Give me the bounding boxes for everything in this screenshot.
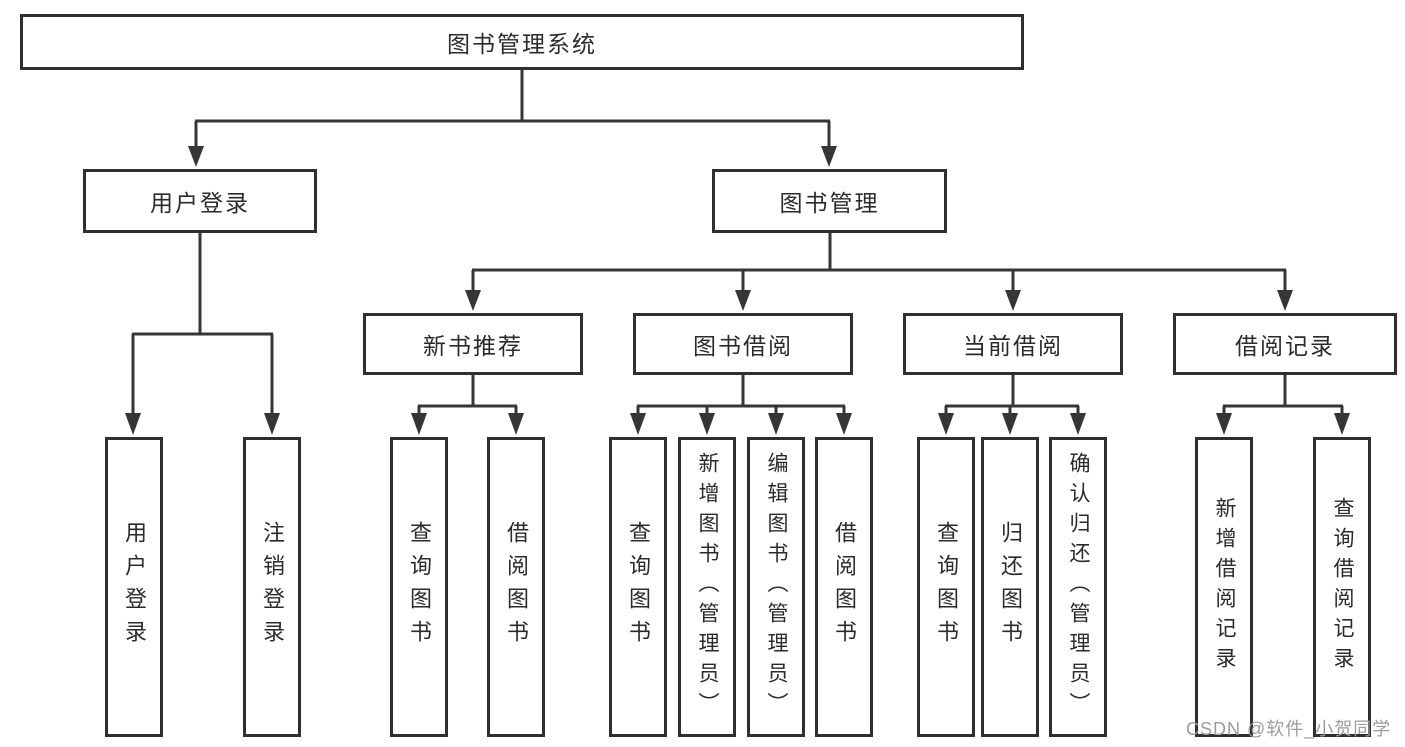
connector-root-to-level2 [188, 70, 837, 167]
leaf-add-book-admin: 新增图书（管理员） [678, 437, 736, 737]
connector-book-borrow-to-children [630, 375, 852, 435]
leaf-borrow-book-1: 借阅图书 [487, 437, 545, 737]
leaf-add-borrow-record: 新增借阅记录 [1195, 437, 1253, 737]
leaf-user-login: 用户登录 [105, 437, 163, 737]
connector-new-book-to-children [411, 375, 524, 435]
leaf-query-borrow-record: 查询借阅记录 [1313, 437, 1371, 737]
leaf-confirm-return-admin: 确认归还（管理员） [1049, 437, 1107, 737]
csdn-watermark: CSDN @软件_小贺同学 [1186, 719, 1392, 739]
connector-user-login-to-children [125, 232, 280, 435]
leaf-query-book-3: 查询图书 [917, 437, 975, 737]
node-borrow-record: 借阅记录 [1173, 313, 1397, 375]
node-current-borrow: 当前借阅 [903, 313, 1123, 375]
node-root-system: 图书管理系统 [20, 14, 1024, 70]
node-book-management-branch: 图书管理 [712, 169, 947, 233]
node-new-book-recommend: 新书推荐 [363, 313, 583, 375]
leaf-borrow-book-2: 借阅图书 [815, 437, 873, 737]
connector-book-mgmt-to-modules [465, 232, 1293, 311]
leaf-return-book: 归还图书 [981, 437, 1039, 737]
node-user-login-branch: 用户登录 [83, 169, 317, 233]
leaf-edit-book-admin: 编辑图书（管理员） [747, 437, 805, 737]
leaf-query-book-1: 查询图书 [390, 437, 448, 737]
leaf-logout: 注销登录 [243, 437, 301, 737]
leaf-query-book-2: 查询图书 [609, 437, 667, 737]
node-book-borrow: 图书借阅 [633, 313, 853, 375]
connector-borrow-record-to-children [1216, 374, 1350, 435]
connector-current-borrow-to-children [938, 375, 1086, 435]
